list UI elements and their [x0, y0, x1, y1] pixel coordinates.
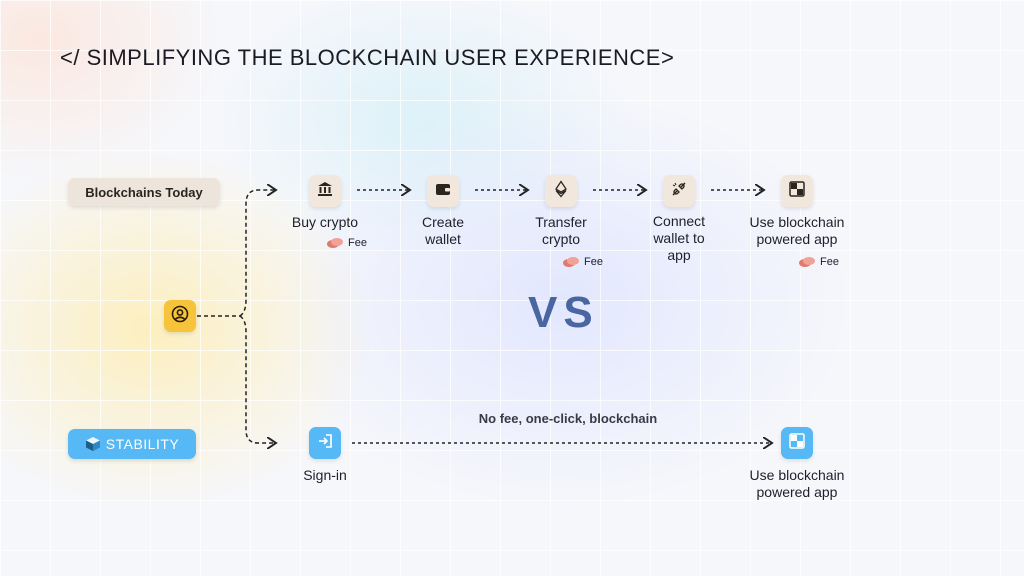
step-connect-wallet-label: Connect wallet to app	[652, 213, 706, 263]
user-node	[164, 300, 196, 332]
fee-badge-transfer-crypto: Fee	[562, 256, 603, 268]
upper-branch-line	[239, 190, 276, 317]
step-use-app-stability	[781, 427, 813, 459]
step-connect-wallet	[663, 175, 695, 207]
step-use-app-today-label: Use blockchain powered app	[749, 214, 845, 247]
fee-badge-use-app: Fee	[798, 256, 839, 268]
step-transfer-crypto-label: Transfer crypto	[535, 214, 587, 247]
step-use-app-today	[781, 175, 813, 207]
step-transfer-crypto	[545, 175, 577, 207]
step-create-wallet	[427, 175, 459, 207]
stability-badge: STABILITY	[68, 429, 196, 459]
lower-branch-line	[239, 315, 276, 443]
wallet-icon	[434, 180, 452, 203]
coins-icon	[798, 256, 816, 268]
coins-icon	[562, 256, 580, 268]
user-icon	[171, 305, 189, 328]
step-sign-in	[309, 427, 341, 459]
app-grid-icon	[789, 432, 805, 454]
step-use-app-stability-label: Use blockchain powered app	[749, 467, 845, 500]
step-create-wallet-label: Create wallet	[421, 214, 465, 247]
step-sign-in-label: Sign-in	[303, 467, 347, 483]
bottom-flow-note: No fee, one-click, blockchain	[478, 411, 658, 426]
coins-icon	[326, 237, 344, 249]
step-buy-crypto	[309, 175, 341, 207]
blockchains-today-badge: Blockchains Today	[68, 178, 220, 206]
fee-badge-buy-crypto: Fee	[326, 237, 367, 249]
step-buy-crypto-label: Buy crypto	[291, 214, 359, 230]
app-grid-icon	[789, 180, 805, 202]
page-title: </ SIMPLIFYING THE BLOCKCHAIN USER EXPER…	[60, 45, 675, 70]
bank-icon	[316, 180, 334, 203]
stability-logo-icon	[85, 436, 101, 452]
plug-disconnected-icon	[670, 180, 688, 203]
versus-text: VS	[528, 288, 599, 337]
ethereum-icon	[552, 179, 570, 203]
sign-in-icon	[316, 432, 334, 455]
stability-label: STABILITY	[105, 436, 180, 452]
